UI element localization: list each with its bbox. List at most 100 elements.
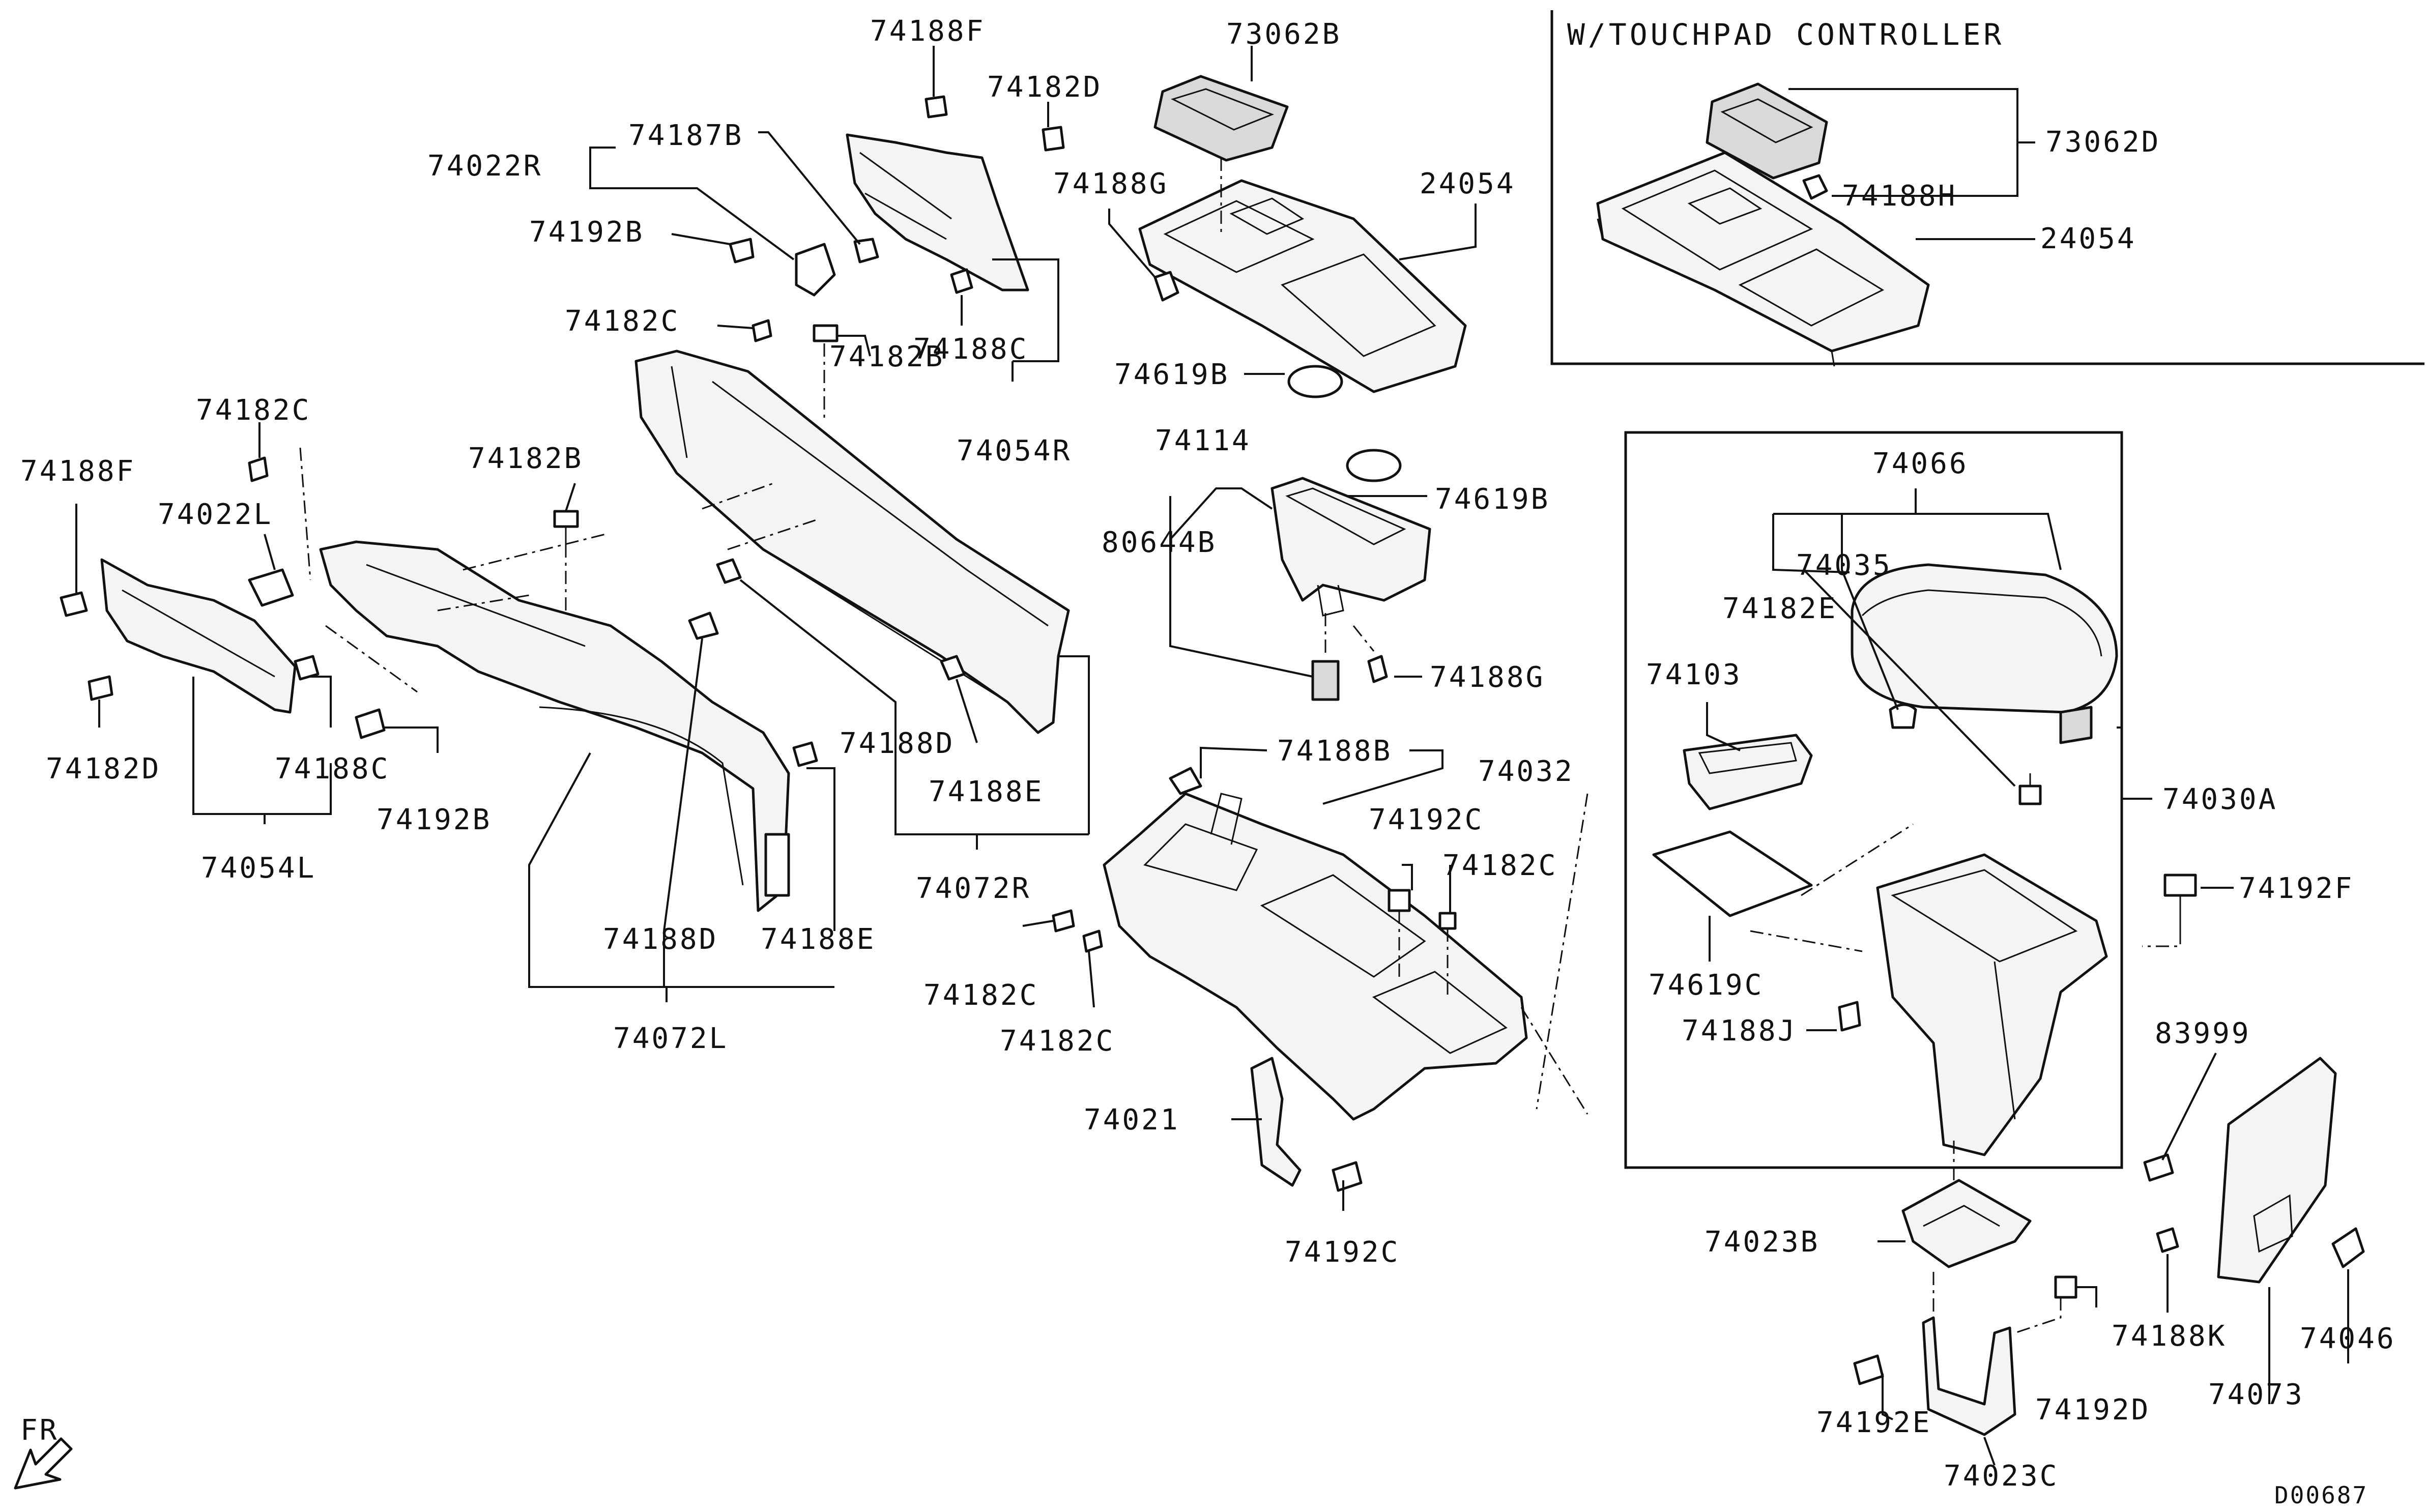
label-74619B-b: 74619B [1435,483,1550,516]
screw-74182C-right-part [1438,912,1457,930]
label-74182C-right: 74182C [1442,849,1557,882]
label-83999: 83999 [2155,1017,2251,1050]
bolt-74192D-part [2054,1275,2077,1299]
label-74182B-mid: 74182B [829,340,944,373]
label-74192F: 74192F [2239,872,2354,905]
clip-74188D-mid-part [716,558,742,584]
bolt-74192B-left-part [355,708,386,739]
clip-74188F-top-part [925,95,948,119]
clip-74188E-low-part [792,741,818,767]
label-74187B: 74187B [628,119,743,152]
label-74192D: 74192D [2035,1393,2150,1427]
inset-title: W/TOUCHPAD CONTROLLER [1567,17,2004,52]
screw-74182E-part [2018,773,2042,805]
tray-74103-part [1683,734,1813,810]
front-direction-arrow-icon [14,1437,73,1490]
label-74072R: 74072R [916,872,1031,905]
mat-74619B-b-part [1346,449,1402,482]
label-74030A: 74030A [2162,783,2277,816]
screw-74182C-mid1-part [1052,909,1075,933]
label-74188G-top: 74188G [1053,167,1168,200]
bolt-74182D-top-part [1042,126,1065,152]
label-74188B: 74188B [1277,735,1392,768]
front-panel-74054L-part [100,558,297,714]
inset-frame-touchpad [1550,10,2424,365]
bracket-74022R-part [795,243,836,297]
switch-80644B-part [1311,660,1340,701]
label-74022R: 74022R [427,150,542,183]
bolt-74192C-mid-part [1388,889,1411,912]
label-74619B-a: 74619B [1114,358,1229,391]
label-74188D-mid: 74188D [840,727,955,760]
clip-74188B-part [1169,767,1202,795]
side-panel-74072L-part [319,540,790,912]
bolt-74192C-bottom-part [1332,1161,1363,1192]
label-74192B-left: 74192B [377,803,492,836]
label-74021: 74021 [1084,1103,1180,1137]
bezel-73062B-part [1153,75,1289,162]
label-74054R: 74054R [957,434,1072,468]
clip-74187B-part [853,238,879,264]
lamp-74046-part [2331,1227,2365,1268]
console-panel-touchpad-part [1596,151,1930,367]
touchpad-bezel-part [1706,82,1828,180]
clip-74188C-mid-part [950,268,973,294]
label-74188F-top: 74188F [870,15,985,48]
bolt-74192F-part [2163,874,2197,931]
pin-74182B-left-part [553,510,579,544]
cup-holder-74114-part [1270,477,1431,617]
label-24054-inset: 24054 [2040,222,2136,255]
label-74103: 74103 [1646,658,1742,691]
label-74188C-left: 74188C [275,752,390,786]
bumper-74035-part [1889,703,1917,729]
label-74182C-mid2: 74182C [1000,1025,1115,1058]
clip-74188K-part [2156,1227,2179,1253]
bolt-74192B-top-part [729,238,755,264]
label-74182C-left: 74182C [196,394,311,427]
label-74188D-low: 74188D [603,923,718,956]
label-74182D-top: 74182D [987,71,1102,104]
label-74188K: 74188K [2112,1320,2227,1353]
pin-74182B-mid-part [813,324,839,342]
label-74023C: 74023C [1944,1460,2059,1493]
side-panel-74072R-part [634,350,1070,734]
label-73062D: 73062D [2045,126,2160,159]
armrest-group-frame [1624,431,2123,1169]
label-74022L: 74022L [158,498,273,531]
label-24054-main: 24054 [1420,167,1516,200]
label-74032: 74032 [1478,755,1574,788]
label-74023B: 74023B [1705,1226,1819,1259]
clip-74188G-low-part [1367,655,1388,683]
clip-74188J-part [1838,1001,1861,1032]
armrest-74066-part [1851,563,2118,744]
cover-74073-part [2217,1057,2337,1284]
clip-74188C-left-part [294,655,320,681]
label-74182E: 74182E [1722,592,1837,625]
label-73062B: 73062B [1226,18,1341,51]
label-74188H: 74188H [1842,180,1957,213]
label-74188C-mid: 74188C [913,333,1028,366]
bracket-74021-part [1250,1057,1302,1187]
label-74114: 74114 [1155,424,1251,457]
label-74054L: 74054L [201,852,316,885]
label-74188F-left: 74188F [20,455,135,488]
clip-74188E-mid-part [940,655,966,681]
label-74046: 74046 [2300,1322,2396,1355]
bracket-74023C-part [1922,1316,2016,1436]
armrest-base-74030A-part [1876,853,2108,1156]
socket-83999-part [2143,1153,2174,1182]
label-74192C-bottom: 74192C [1285,1236,1400,1269]
label-74182C-top: 74182C [565,305,680,338]
label-74066: 74066 [1872,447,1969,480]
bolt-74182D-left-part [88,675,113,701]
orientation-label: FR [20,1414,59,1447]
bracket-74023B-part [1901,1179,2032,1268]
label-74182C-mid1: 74182C [923,979,1038,1012]
label-74192C-mid: 74192C [1369,803,1484,836]
clip-74188D-low-part [688,612,719,640]
label-74072L: 74072L [613,1022,728,1055]
clip-74188H-part [1802,174,1828,200]
front-panel-74054R-part [846,133,1029,292]
